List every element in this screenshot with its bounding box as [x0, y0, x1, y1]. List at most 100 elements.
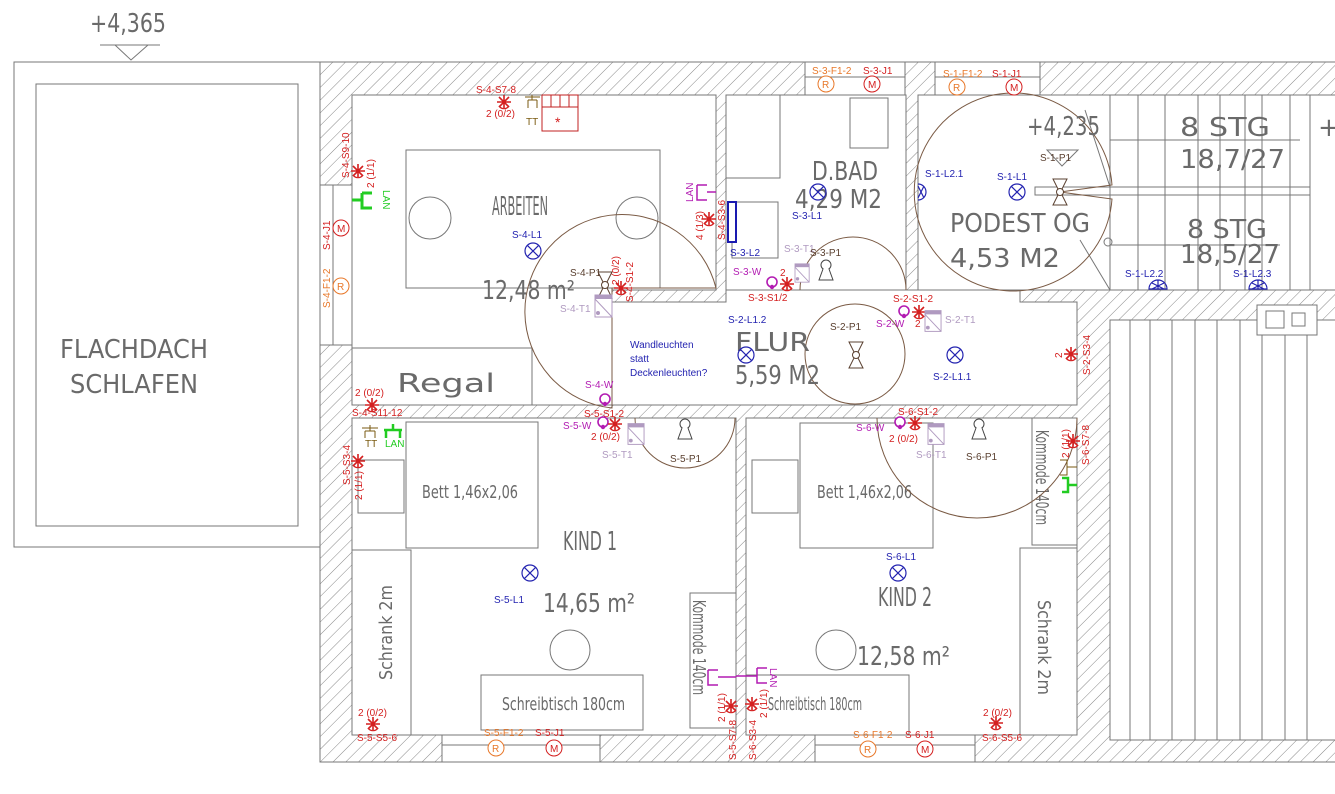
label-s6-w: S-6-W: [856, 423, 885, 434]
socket-icon[interactable]: [907, 415, 923, 431]
label-s3-j1: S-3-J1: [863, 66, 893, 77]
label-s4-l1: S-4-L1: [512, 230, 542, 241]
socket-icon[interactable]: [607, 416, 623, 432]
motor-label: M: [921, 745, 929, 756]
desk-kind1-label: Schreibtisch 180cm: [502, 694, 625, 715]
desk-kind1: [480, 674, 644, 731]
room-name-bad: D.BAD: [812, 157, 878, 187]
label-s5-s5-6: S-5-S5-6: [357, 733, 397, 744]
label-s1-j1: S-1-J1: [992, 69, 1022, 80]
socket-icon[interactable]: [350, 163, 366, 179]
socket-icon[interactable]: [988, 715, 1004, 731]
stair-lower: [1109, 319, 1335, 741]
motor-label: M: [1010, 83, 1018, 94]
desk-arbeiten: [405, 149, 661, 289]
label-s2-l1-1: S-2-L1.1: [933, 372, 972, 383]
thermostat-icon[interactable]: [794, 263, 810, 283]
lan-label: LAN: [685, 183, 696, 202]
thermostat-icon[interactable]: [924, 310, 942, 332]
label-s1-l2-3: S-1-L2.3: [1233, 269, 1272, 280]
label-s2-t1: S-2-T1: [945, 315, 976, 326]
label-s5-s1-2: S-5-S1-2: [584, 409, 624, 420]
thermostat-icon[interactable]: [594, 294, 613, 318]
motor-icon[interactable]: [916, 740, 934, 758]
label-s3-w: S-3-W: [733, 267, 762, 278]
socket-icon[interactable]: [1063, 346, 1079, 362]
lan-socket-icon[interactable]: [384, 424, 402, 438]
chair-1: [408, 196, 452, 240]
motor-icon[interactable]: [545, 739, 563, 757]
socket-icon[interactable]: [723, 698, 739, 714]
lan-socket-icon[interactable]: [1062, 476, 1077, 494]
socket-icon[interactable]: [1065, 433, 1081, 449]
note-line-2: statt: [630, 354, 649, 365]
room-name-flur: FLUR: [735, 328, 810, 358]
note-line-3: Deckenleuchten?: [630, 368, 708, 379]
label-s2-l1-2: S-2-L1.2: [728, 315, 767, 326]
dresser-kind1-label: Kommode 140cm: [688, 600, 709, 695]
socket-icon[interactable]: [779, 276, 795, 292]
socket-icon[interactable]: [701, 211, 717, 227]
label-s5-j1: S-5-J1: [535, 728, 565, 739]
blind-switch-icon[interactable]: [487, 739, 505, 757]
label-s1-f1-2: S-1-F1-2: [943, 69, 983, 80]
label-s6-s7-8: S-6-S7-8: [1081, 425, 1092, 465]
label-s5-s7-8: S-5-S7-8: [728, 720, 739, 760]
socket-icon[interactable]: [911, 304, 927, 320]
motor-icon[interactable]: [1005, 78, 1023, 96]
window-kind2[interactable]: [814, 734, 976, 763]
room-area-flur: 5,59 M2: [735, 361, 820, 391]
label-s4-p1: S-4-P1: [570, 268, 602, 279]
wall-light-icon[interactable]: [917, 183, 927, 201]
elevation-top: +4,365: [90, 9, 166, 39]
label-s4-w: S-4-W: [585, 380, 614, 391]
blind-switch-icon[interactable]: [817, 75, 835, 93]
thermostat-icon[interactable]: [927, 423, 945, 445]
thermostat-icon[interactable]: [627, 423, 645, 445]
stair-lower-steps: 8 STG: [1187, 215, 1267, 245]
label-s5-s7-8-count: 2 (1/1): [717, 693, 728, 722]
window-frames: [332, 76, 1040, 746]
label-s5-s3-4-count: 2 (1/1): [354, 471, 365, 500]
socket-icon[interactable]: [350, 453, 366, 469]
socket-icon[interactable]: [744, 696, 760, 712]
motor-icon[interactable]: [332, 219, 350, 237]
bed-kind2-label: Bett 1,46x2,06: [817, 482, 912, 503]
label-s3-t1: S-3-T1: [784, 244, 815, 255]
blind-switch-icon[interactable]: [948, 78, 966, 96]
lan-socket-icon[interactable]: [352, 191, 372, 210]
regal-label: Regal: [397, 369, 495, 399]
room-flur: [611, 289, 1078, 406]
socket-icon[interactable]: [365, 716, 381, 732]
window-kind1[interactable]: [441, 734, 601, 763]
tt-socket-icon[interactable]: [1060, 459, 1077, 476]
label-s1-l2-1: S-1-L2.1: [925, 169, 964, 180]
schlafen-label: SCHLAFEN: [70, 370, 198, 400]
lan-socket-icon[interactable]: [707, 669, 736, 686]
room-name-arbeiten: ARBEITEN: [492, 192, 548, 222]
socket-icon[interactable]: [613, 280, 629, 296]
lan-label: LAN: [380, 190, 391, 209]
label-s2-s1-2-count: 2: [915, 319, 921, 330]
label-s2-s3-4-count: 2: [1054, 352, 1065, 358]
label-s5-w: S-5-W: [563, 421, 592, 432]
label-s6-s1-2: S-6-S1-2: [898, 407, 938, 418]
lan-socket-icon[interactable]: [696, 184, 716, 201]
label-s4-s1-2-count: 2 (0/2): [611, 256, 622, 285]
blind-switch-icon[interactable]: [859, 740, 877, 758]
label-s6-s5-6-count: 2 (0/2): [983, 708, 1012, 719]
label-s4-s3-6: S-4-S3-6: [717, 200, 728, 240]
label-s2-p1: S-2-P1: [830, 322, 862, 333]
label-s6-t1: S-6-T1: [916, 450, 947, 461]
wardrobe-kind2: [1019, 547, 1078, 736]
socket-icon[interactable]: [496, 94, 512, 110]
blind-switch-icon[interactable]: [332, 277, 350, 295]
tt-socket-icon[interactable]: [525, 95, 540, 108]
label-s4-s11-12: S-4-S11-12: [352, 408, 403, 419]
tt-socket-icon[interactable]: [362, 425, 378, 438]
window-arbeiten[interactable]: [319, 184, 353, 346]
motor-icon[interactable]: [863, 75, 881, 93]
bed-kind2: [799, 422, 934, 549]
lan-socket-icon[interactable]: [736, 667, 767, 684]
